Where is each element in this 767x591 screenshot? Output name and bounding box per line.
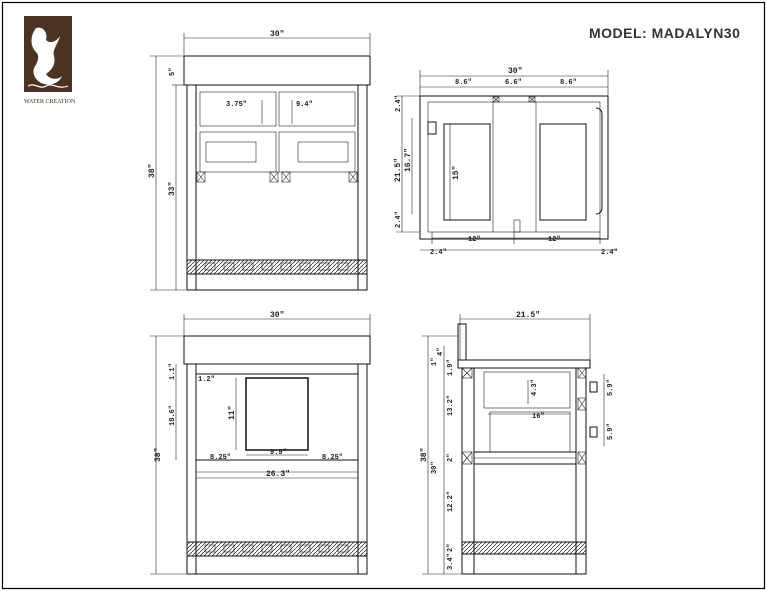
side-pull-a-label: 5.9" [607,379,615,396]
top-edge-bottom-label: 2.4" [395,211,403,228]
side-splash-label: 4" [437,348,445,356]
front-view: 30" 3.75" 9.4" [148,30,371,291]
side-drawer-depth-label: 16" [532,413,545,421]
side-shelf [461,541,587,555]
model-label: MODEL: MADALYN30 [589,25,740,41]
top-corner-left-label: 2.4" [430,249,447,257]
side-pull-b-label: 5.9" [607,423,615,440]
side-depth-label: 21.5" [516,311,540,320]
front-height-body-label: 33" [168,182,177,196]
top-inner-h-label: 15" [452,166,461,180]
brand-logo: WATER CREATION [24,16,76,105]
back-side-right-label: 8.25" [322,454,343,462]
back-panel-h-label: 18.6" [169,405,177,426]
front-drawer-b-label: 9.4" [296,101,313,109]
top-inner-depth-label: 16.7" [404,148,413,172]
back-opening-h-label: 11" [228,406,237,420]
front-drawer-a-label: 3.75" [226,101,247,109]
top-width-label: 30" [508,67,522,76]
front-top-height-label: 5" [169,68,177,76]
side-top-gap-label: 1.9" [447,359,455,376]
top-seg-left-label: 8.6" [455,79,472,87]
back-shelf [186,541,368,557]
logo-figure-icon [31,27,62,85]
top-bottom-left-label: 12" [468,236,481,244]
top-view: 30" 8.6" 6.6" 8.6" 21.5" 16.7" 2.4" 2.4"… [394,67,618,257]
front-height-total-label: 38" [148,164,157,178]
top-corner-right-label: 2.4" [601,249,618,257]
back-view: 30" 1.2" 11" 9.9" 8.25" 8.25" 26.3" 38" … [150,311,371,575]
side-pull-knob-a [589,381,598,393]
back-lip-label: 1.1" [169,363,177,380]
top-bottom-right-label: 12" [548,236,561,244]
side-foot-b-label: 3.4" [447,553,455,570]
top-seg-right-label: 8.6" [560,79,577,87]
top-seg-mid-label: 6.6" [505,79,522,87]
side-foot-a-label: 2" [447,544,455,552]
front-shelf [186,259,368,275]
back-opening [245,377,309,451]
side-shelf-gap-label: 12.2" [447,491,455,512]
back-inner-w-label: 26.3" [266,470,290,479]
front-width-label: 30" [270,30,284,39]
side-pull-h-label: 4.3" [531,379,539,396]
back-width-label: 30" [270,311,284,320]
back-side-left-label: 8.25" [210,454,231,462]
side-height-total-label: 38" [420,448,429,462]
logo-wave-icon [27,84,69,88]
side-mid-gap-label: 2" [447,454,455,462]
side-body-h-label: 13.2" [447,395,455,416]
back-gap-label: 1.2" [198,376,215,384]
back-opening-w-label: 9.9" [270,449,287,457]
side-leg-h-label: 30" [431,461,439,474]
top-edge-top-label: 2.4" [395,95,403,112]
brand-name: WATER CREATION [24,99,76,105]
back-height-total-label: 38" [154,448,163,462]
top-depth-label: 21.5" [394,158,403,182]
side-lip-label: 1" [431,358,439,366]
side-view: 21.5" 16" 4.3" 5.9" 5.9" [420,311,615,575]
side-pull-knob-b [589,426,598,438]
